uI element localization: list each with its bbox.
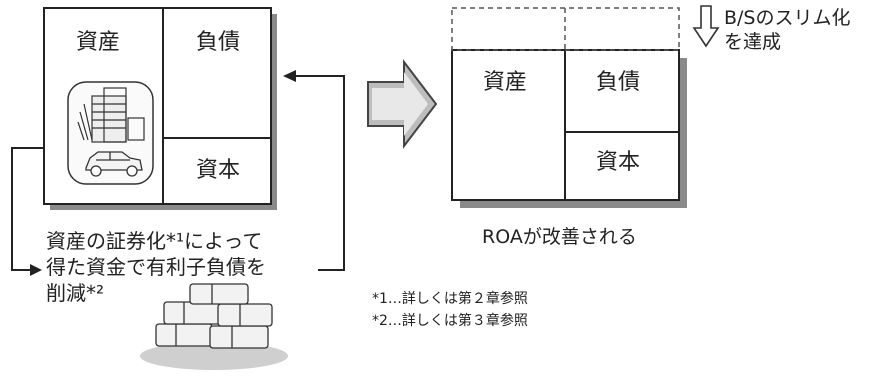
left-loop-arrow <box>11 147 44 271</box>
down-arrow-icon <box>692 5 720 48</box>
slim-note-line-1: B/Sのスリム化 <box>724 7 851 29</box>
right-assets-label: 資産 <box>483 70 528 95</box>
money-stack-icon <box>140 283 288 370</box>
right-equity-label: 資本 <box>596 150 641 175</box>
slim-note: B/Sのスリム化 を達成 <box>724 6 851 54</box>
right-liabilities-label: 負債 <box>596 70 641 95</box>
securitization-line-2: 得た資金で有利子負債を <box>46 255 266 279</box>
big-right-arrow-icon <box>367 59 438 149</box>
roa-caption: ROAが改善される <box>482 226 637 248</box>
asset-illustration <box>67 81 154 185</box>
car-icon <box>85 151 143 177</box>
left-assets-label: 資産 <box>76 30 121 55</box>
footnote-2: *2…詳しくは第３章参照 <box>372 313 528 329</box>
right-loop-arrow <box>296 75 345 271</box>
footnote-1: *1…詳しくは第２章参照 <box>372 291 528 307</box>
left-loop-arrowhead <box>30 264 42 276</box>
securitization-line-3: 削減*² <box>46 281 105 305</box>
footnotes: *1…詳しくは第２章参照 *2…詳しくは第３章参照 <box>372 288 528 332</box>
securitization-note: 資産の証券化*¹によって 得た資金で有利子負債を 削減*² <box>46 228 266 306</box>
securitization-line-1: 資産の証券化*¹によって <box>46 229 263 253</box>
left-liabilities-label: 負債 <box>196 30 241 55</box>
right-loop-arrowhead <box>283 70 296 82</box>
right-balance-sheet <box>451 49 687 208</box>
building-icon <box>77 87 145 143</box>
slim-note-line-2: を達成 <box>724 31 782 53</box>
removed-portion-dashed <box>451 7 680 51</box>
left-equity-label: 資本 <box>196 158 241 183</box>
